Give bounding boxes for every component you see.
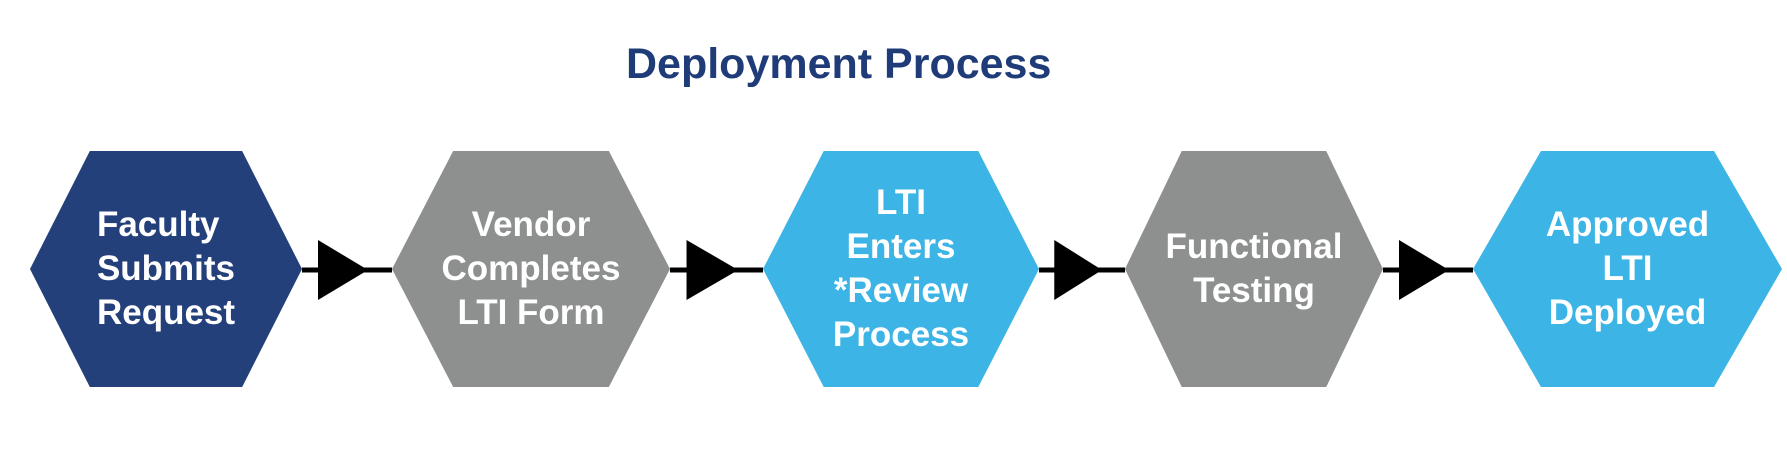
step-label-line: *Review <box>833 271 969 310</box>
step-label-line: Testing <box>1193 271 1315 310</box>
step-label-line: Process <box>832 315 970 354</box>
step-hexagon-lti-enters-review-process: LTI Enters *Review Process <box>763 151 1039 387</box>
step-hexagon-vendor-completes-lti-form: Vendor Completes LTI Form <box>392 151 670 387</box>
flow-arrow-2 <box>670 240 763 300</box>
step-label-line: Request <box>96 293 236 332</box>
step-label-line: Deployed <box>1548 293 1707 332</box>
step-label: Vendor Completes LTI Form <box>442 203 621 335</box>
diagram-title: Deployment Process <box>626 40 1052 88</box>
arrowhead-icon <box>686 240 739 300</box>
step-label: LTI Enters *Review Process <box>833 181 969 357</box>
arrowhead-icon <box>318 240 368 300</box>
step-label-line: LTI <box>1602 249 1653 288</box>
arrowhead-icon <box>1399 240 1449 300</box>
step-label: Functional Testing <box>1166 225 1343 313</box>
step-label-line: Submits <box>96 249 236 288</box>
step-hexagon-functional-testing: Functional Testing <box>1125 151 1383 387</box>
step-label-line: LTI Form <box>457 293 605 332</box>
step-label-line: Functional <box>1165 227 1343 266</box>
flow-arrow-3 <box>1039 240 1125 300</box>
step-label-line: Completes <box>441 249 621 288</box>
step-label-line: Vendor <box>471 205 591 244</box>
arrowhead-icon <box>1054 240 1103 300</box>
step-hexagon-faculty-submits-request: Faculty Submits Request <box>30 151 302 387</box>
flow-arrow-1 <box>302 240 392 300</box>
step-label: Approved LTI Deployed <box>1546 203 1709 335</box>
step-label-line: LTI <box>876 183 926 222</box>
step-label: Faculty Submits Request <box>97 203 235 335</box>
flow-arrow-4 <box>1383 240 1473 300</box>
step-label-line: Enters <box>846 227 956 266</box>
step-hexagon-approved-lti-deployed: Approved LTI Deployed <box>1473 151 1782 387</box>
step-label-line: Faculty <box>96 205 220 244</box>
step-label-line: Approved <box>1545 205 1710 244</box>
